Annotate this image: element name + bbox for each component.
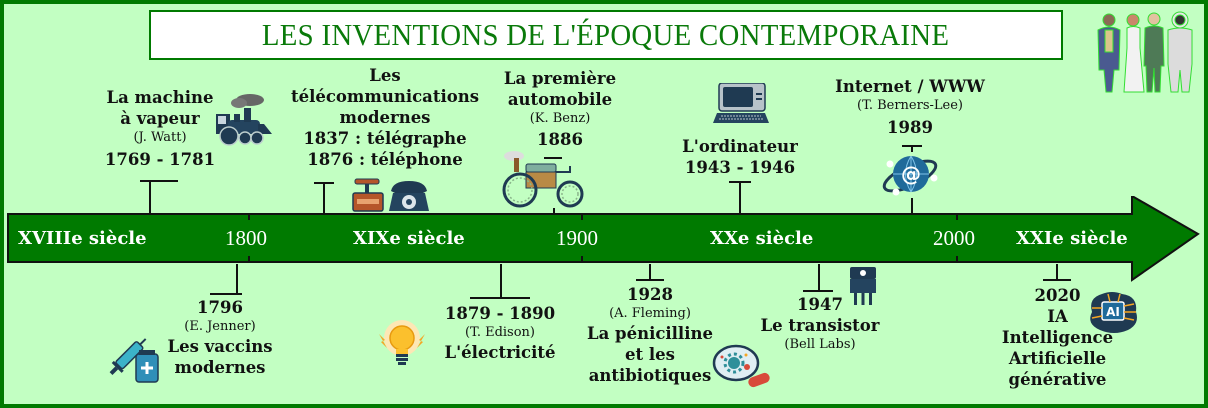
year-label-1900: 1900 — [556, 226, 598, 250]
benz-automobile-icon — [502, 151, 584, 208]
era-label-18th: XVIIIe siècle — [18, 228, 147, 249]
connector — [140, 180, 178, 182]
connector — [149, 180, 151, 214]
light-bulb-icon — [379, 320, 425, 365]
connector — [739, 181, 741, 214]
event-ai: 2020 IA Intelligence Artificielle généra… — [1001, 286, 1114, 389]
vaccine-syringe-icon — [109, 338, 159, 383]
connector — [323, 182, 325, 214]
petri-dish-icon — [712, 344, 770, 388]
connector — [803, 290, 833, 292]
connector — [553, 208, 555, 214]
people-through-eras-icon — [1097, 11, 1193, 93]
year-label-1800: 1800 — [225, 226, 267, 250]
transistor-icon — [850, 267, 876, 305]
computer-icon — [713, 83, 769, 123]
telephone-icon — [352, 178, 429, 212]
connector — [911, 145, 913, 152]
era-label-21st: XXIe siècle — [1016, 228, 1128, 249]
event-vaccines: 1796 (E. Jenner) Les vaccins modernes — [167, 298, 273, 377]
title-box: LES INVENTIONS DE L'ÉPOQUE CONTEMPORAINE — [149, 10, 1063, 60]
svg-text:@: @ — [901, 162, 921, 186]
connector — [818, 264, 820, 291]
event-internet: Internet / WWW (T. Berners-Lee) 1989 — [835, 77, 985, 137]
ai-brain-icon: AI — [1090, 292, 1137, 333]
era-label-19th: XIXe siècle — [353, 228, 465, 249]
event-computer: L'ordinateur 1943 - 1946 — [682, 137, 798, 177]
page-title: LES INVENTIONS DE L'ÉPOQUE CONTEMPORAINE — [262, 17, 950, 52]
connector — [210, 293, 242, 295]
connector — [500, 264, 502, 298]
connector — [1056, 264, 1058, 280]
event-steam-engine: La machine à vapeur (J. Watt) 1769 - 178… — [104, 88, 216, 169]
steam-locomotive-icon — [216, 94, 272, 146]
svg-text:AI: AI — [1106, 305, 1120, 319]
connector — [544, 157, 562, 159]
event-penicillin: 1928 (A. Fleming) La pénicilline et les … — [587, 285, 713, 385]
connector — [911, 198, 913, 214]
era-label-20th: XXe siècle — [710, 228, 814, 249]
connector — [649, 264, 651, 280]
timeline-arrow — [7, 196, 1200, 282]
connector — [236, 264, 238, 294]
event-automobile: La première automobile (K. Benz) 1886 — [503, 69, 617, 149]
connector — [470, 297, 530, 299]
year-label-2000: 2000 — [933, 226, 975, 250]
event-electricity: 1879 - 1890 (T. Edison) L'électricité — [444, 304, 556, 362]
globe-at-icon: @ — [882, 155, 938, 196]
connector — [636, 279, 664, 281]
event-transistor: 1947 Le transistor (Bell Labs) — [760, 295, 880, 352]
connector — [1043, 279, 1071, 281]
event-telecommunications: Les télécommunications modernes 1837 : t… — [290, 66, 480, 169]
